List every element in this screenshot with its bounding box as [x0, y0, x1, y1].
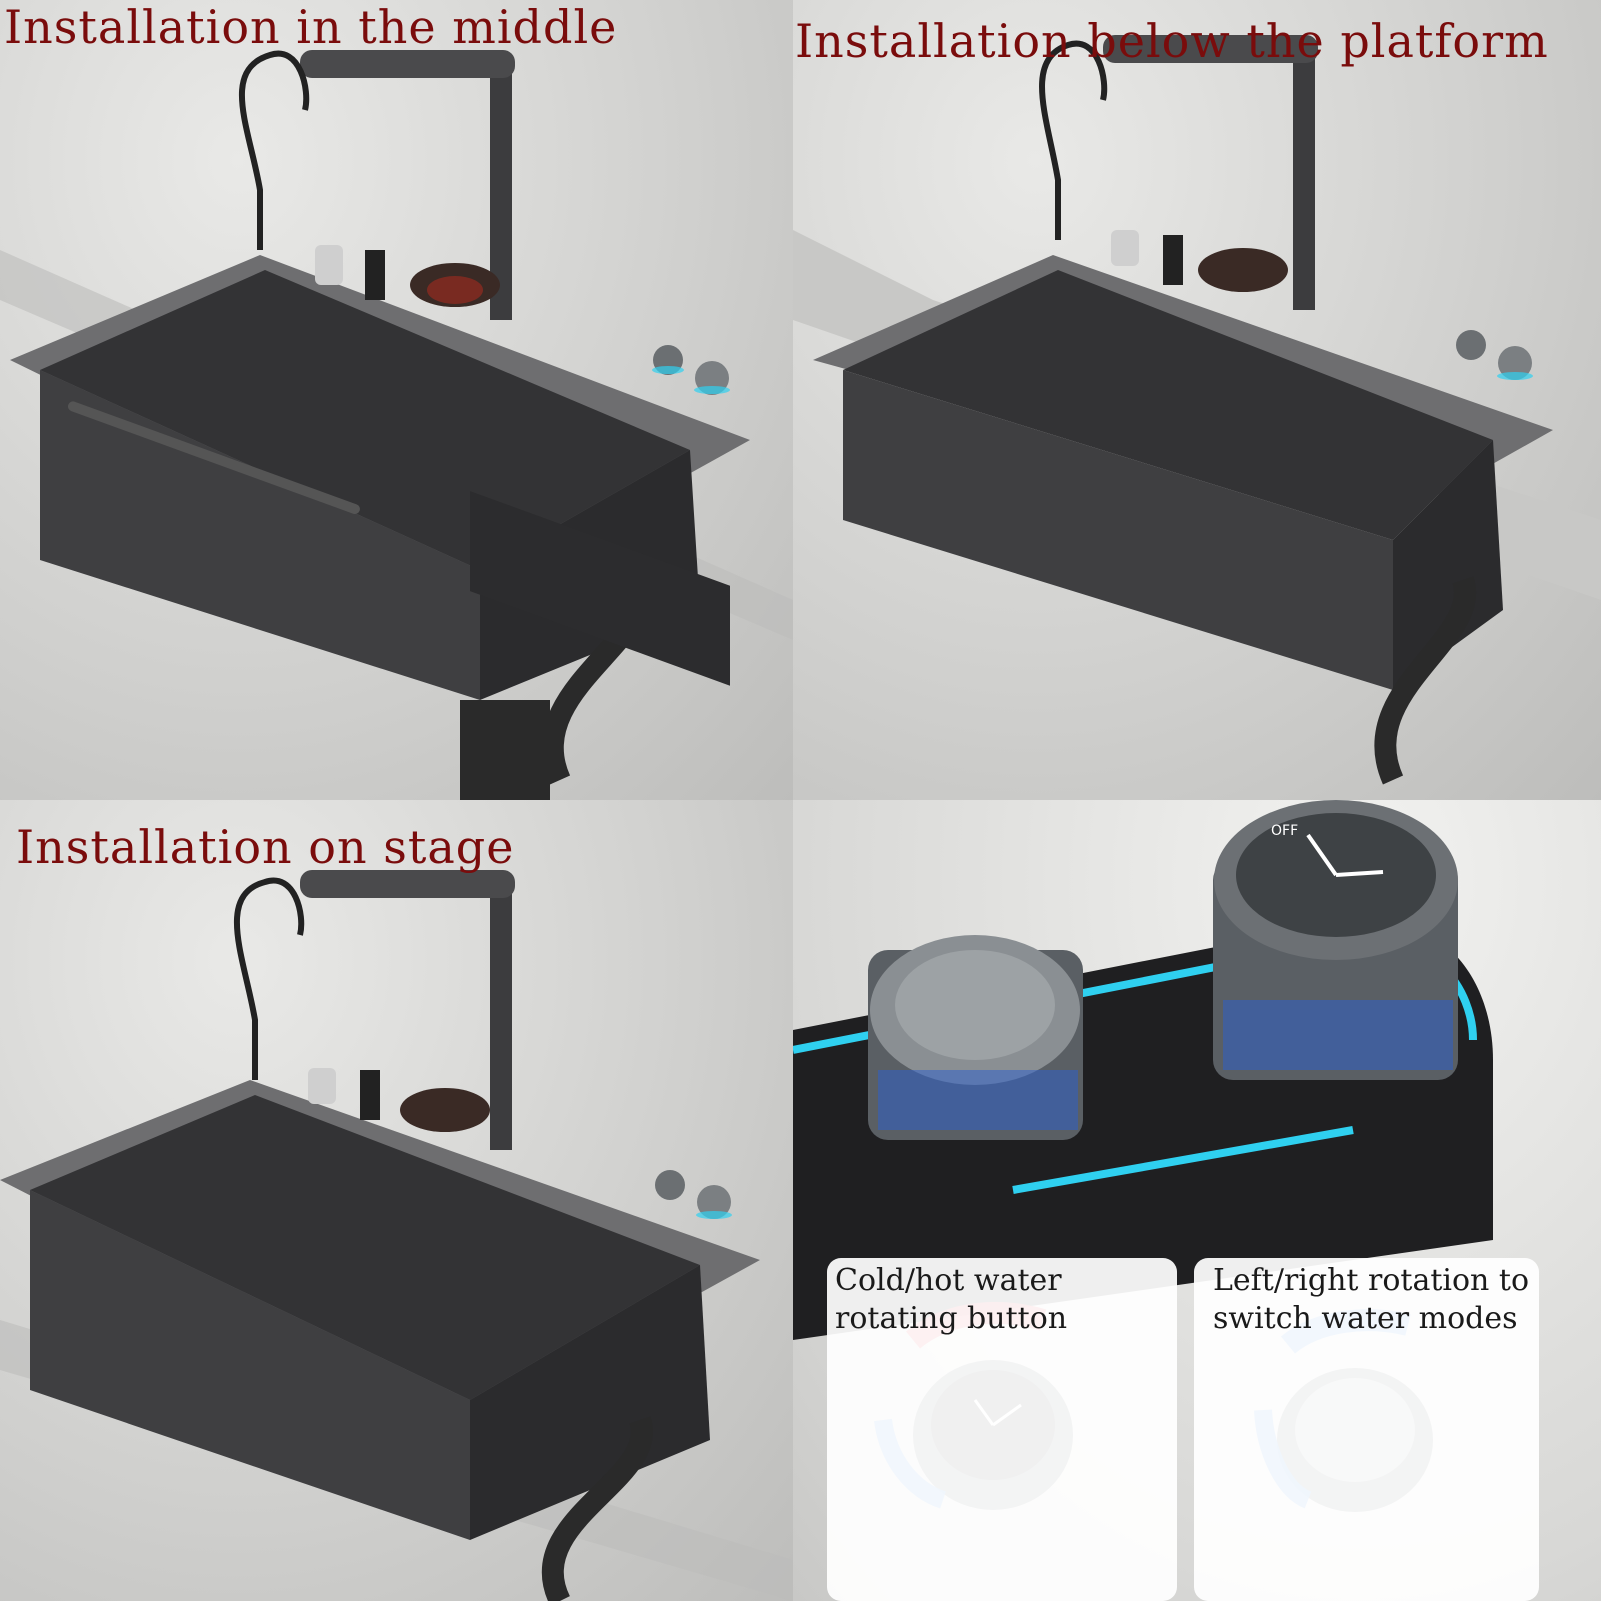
callout-rotation: [1194, 1258, 1539, 1601]
sink-illustration: [0, 870, 793, 1601]
panel-below-platform-install: Installation below the platform: [793, 0, 1601, 800]
caption-on-stage: Installation on stage: [16, 820, 515, 874]
callout-rotation-text: Left/right rotation to switch water mode…: [1213, 1263, 1530, 1336]
sink-illustration: [793, 35, 1601, 785]
knob-off-label: OFF: [1271, 823, 1298, 839]
sink-illustration: [0, 50, 793, 800]
panel-on-stage-install: Installation on stage: [0, 800, 793, 1601]
panel-middle-install: Installation in the middle: [0, 0, 793, 800]
caption-middle: Installation in the middle: [4, 0, 618, 54]
callout-cold-hot-text: Cold/hot water rotating button: [835, 1263, 1068, 1336]
callout-cold-hot: [827, 1258, 1177, 1601]
panel-knob-closeup: OFF Cold/hot water rotating button Left/…: [793, 800, 1601, 1601]
caption-below-platform: Installation below the platform: [795, 14, 1549, 68]
